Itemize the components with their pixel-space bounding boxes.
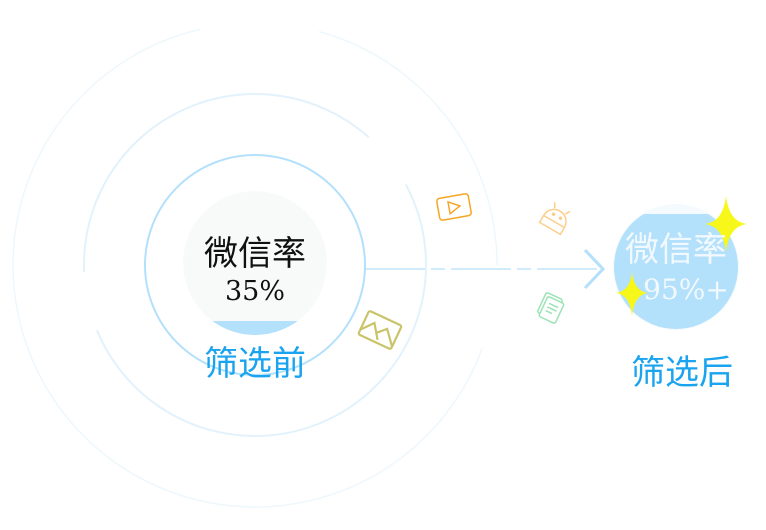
- before-label: 筛选前: [204, 344, 306, 384]
- sparkle-icon: [616, 272, 648, 316]
- video-icon: [436, 193, 472, 221]
- after-title: 微信率: [625, 230, 727, 270]
- after-value: 95%+: [643, 273, 729, 306]
- before-title: 微信率: [204, 234, 306, 274]
- after-label: 筛选后: [631, 353, 733, 393]
- before-fill: [183, 321, 327, 335]
- outer-ring: [12, 22, 498, 508]
- before-value: 35%: [224, 276, 285, 307]
- middle-ring: [83, 93, 427, 437]
- inner-ring: [144, 154, 366, 376]
- before-circle: [183, 191, 327, 335]
- image-icon: [357, 310, 403, 350]
- arrow-head-icon: [583, 248, 606, 290]
- document-icon: [537, 292, 565, 324]
- after-fill: [614, 214, 738, 329]
- sparkle-icon: [705, 196, 747, 252]
- android-icon: [538, 202, 571, 236]
